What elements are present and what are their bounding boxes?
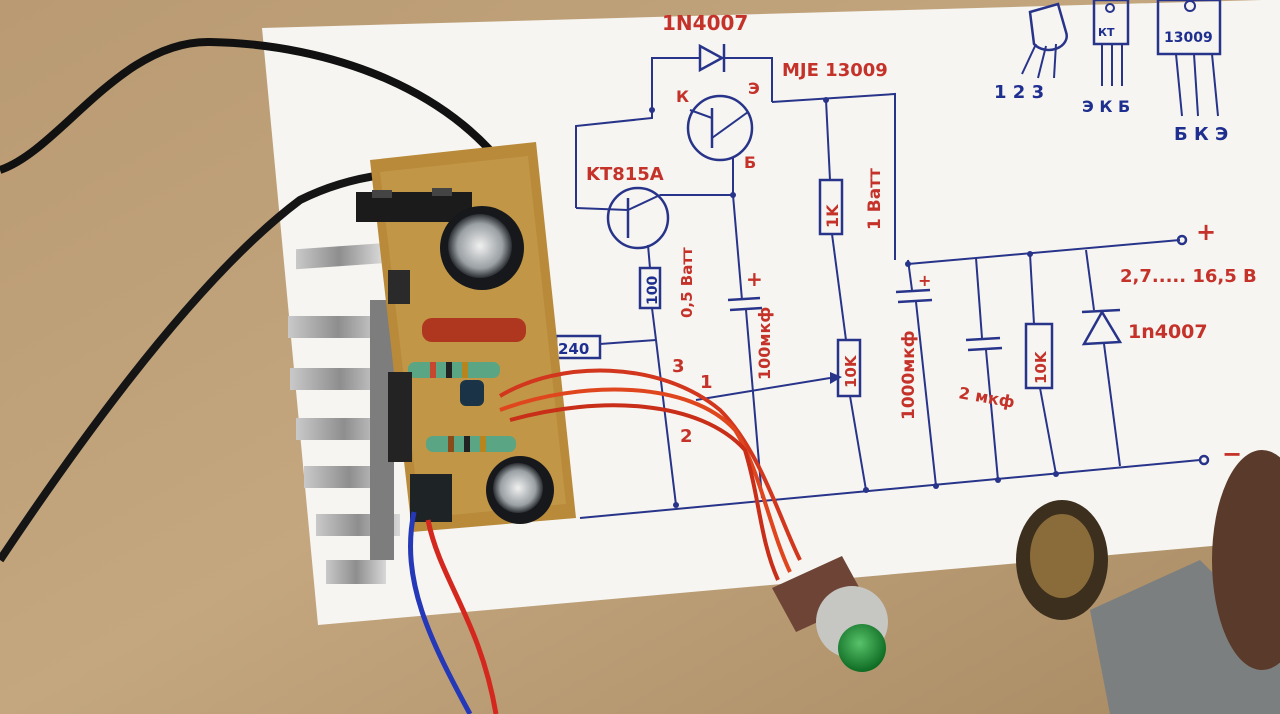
schematic-labels: 1N4007 MJE 13009 К Э Б KT815A 1K 1 Ватт … (558, 11, 1257, 468)
pcb-board (356, 142, 576, 532)
green-knob[interactable] (838, 624, 886, 672)
mje-pin-names: Б К Э (1174, 124, 1228, 145)
soldering-iron (1016, 450, 1280, 714)
label-diode-out: 1n4007 (1128, 321, 1208, 343)
to92-outline (1028, 2, 1068, 52)
label-cap-100: 100мкф (755, 307, 774, 380)
mje-package-label: 13009 (1164, 30, 1213, 46)
label-minus: − (1222, 440, 1242, 468)
label-pot-pin-2: 2 (680, 426, 693, 447)
red-wire-to-pot-2 (499, 387, 792, 573)
resistor-2 (426, 436, 516, 452)
label-cap-100-plus: + (746, 267, 763, 291)
dark-component-bottom (410, 474, 452, 522)
black-wire-upper (0, 37, 524, 193)
small-transistor (388, 270, 410, 304)
label-pot-pin-3: 3 (672, 356, 685, 377)
transistor-on-pcb (388, 372, 412, 462)
label-pin-b: Б (744, 153, 756, 172)
label-res-1k: 1K (823, 204, 842, 228)
blue-wire (408, 511, 473, 714)
label-pin-k: К (676, 87, 689, 106)
schematic-drawing (554, 43, 1210, 519)
label-res-10k-pot: 10K (842, 354, 860, 388)
label-output-voltage: 2,7..... 16,5 В (1120, 266, 1257, 287)
kt-pin-names: Э К Б (1082, 97, 1130, 116)
pinout-sketches: 1 2 3 КТ Э К Б 13009 Б К Э (994, 0, 1228, 145)
red-wire-to-pot-1 (498, 368, 802, 561)
resistor-1 (408, 362, 500, 378)
label-res-240: 240 (558, 340, 589, 358)
kt-package-label: КТ (1098, 26, 1115, 39)
label-plus: + (1196, 218, 1216, 246)
red-supply-wire (425, 519, 499, 714)
to92-pin-numbers: 1 2 3 (994, 82, 1044, 103)
label-res-100-power: 0,5 Ватт (678, 247, 696, 318)
label-res-10k-load: 10K (1032, 350, 1050, 384)
label-transistor-driver: KT815A (586, 164, 664, 185)
mje-package-outline (1156, 0, 1222, 56)
label-cap-1000-plus: + (918, 271, 931, 290)
label-pot-pin-1: 1 (700, 372, 713, 393)
small-capacitor (460, 380, 484, 406)
red-wire-to-pot-3 (509, 403, 780, 581)
label-res-100: 100 (645, 276, 661, 305)
label-res-1k-power: 1 Ватт (865, 168, 885, 230)
hand (1212, 450, 1280, 670)
potentiometer[interactable] (772, 556, 888, 672)
label-transistor-main: MJE 13009 (782, 60, 888, 81)
label-diode-top: 1N4007 (662, 11, 748, 35)
power-resistor (422, 318, 526, 342)
label-pin-e: Э (748, 79, 760, 98)
label-cap-1000: 1000мкф (899, 330, 919, 420)
